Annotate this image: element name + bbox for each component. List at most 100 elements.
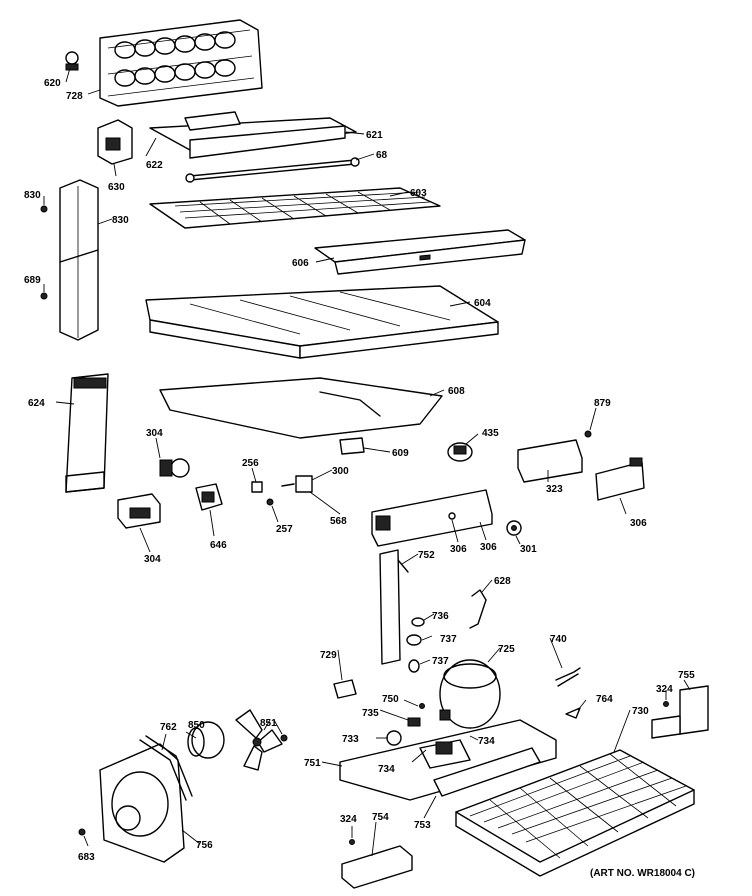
screw-830 — [40, 205, 48, 213]
shelf-bracket — [314, 229, 526, 275]
callout-752: 752 — [418, 550, 435, 561]
callout-740: 740 — [550, 634, 567, 645]
callout-323: 323 — [546, 484, 563, 495]
callout-306-a: 306 — [630, 518, 647, 529]
callout-830-b: 830 — [112, 215, 129, 226]
clip-735 — [407, 717, 421, 727]
callout-756: 756 — [196, 840, 213, 851]
base-pan — [339, 719, 557, 801]
callout-435: 435 — [482, 428, 499, 439]
fan-blade-851 — [235, 709, 283, 771]
callout-608: 608 — [448, 386, 465, 397]
callout-879: 879 — [594, 398, 611, 409]
evaporator-cover — [149, 111, 357, 159]
callout-622: 622 — [146, 160, 163, 171]
control-box-304 — [117, 493, 161, 529]
callout-730: 730 — [632, 706, 649, 717]
tubing-740 — [555, 667, 581, 687]
callout-630-top: 630 — [108, 182, 125, 193]
callout-851: 851 — [260, 718, 277, 729]
callout-737-b: 737 — [432, 656, 449, 667]
fan-bracket-762 — [139, 735, 193, 801]
control-bracket-306 — [371, 489, 493, 547]
fan-motor-304 — [159, 458, 190, 478]
callout-628: 628 — [494, 576, 511, 587]
callout-750: 750 — [382, 694, 399, 705]
bracket-323 — [517, 439, 583, 483]
callout-624: 624 — [28, 398, 45, 409]
callout-301: 301 — [520, 544, 537, 555]
fan-motor-850 — [187, 721, 225, 759]
callout-306-b: 306 — [450, 544, 467, 555]
callout-68: 68 — [376, 150, 388, 161]
callout-850: 850 — [188, 720, 205, 731]
callout-621: 621 — [366, 130, 383, 141]
callout-736: 736 — [432, 611, 449, 622]
defrost-heater — [185, 157, 360, 183]
callout-609: 609 — [392, 448, 409, 459]
bracket-755 — [651, 685, 709, 739]
grommet-737b — [408, 659, 420, 673]
callout-620: 620 — [44, 78, 61, 89]
callout-306-c: 306 — [480, 542, 497, 553]
evaporator-coil — [99, 19, 263, 107]
callout-735: 735 — [362, 708, 379, 719]
screw-750 — [419, 703, 425, 709]
callout-728: 728 — [66, 91, 83, 102]
callout-751: 751 — [304, 758, 321, 769]
callout-304-b: 304 — [144, 554, 161, 565]
clip-764 — [565, 707, 581, 719]
grommet-736 — [411, 617, 425, 627]
callout-725: 725 — [498, 644, 515, 655]
callout-764: 764 — [596, 694, 613, 705]
callout-753: 753 — [414, 820, 431, 831]
relay-729 — [333, 679, 357, 699]
callout-256: 256 — [242, 458, 259, 469]
side-rail — [59, 179, 99, 341]
defrost-thermostat — [97, 119, 133, 165]
wire-shelf — [149, 187, 441, 229]
divider — [159, 377, 443, 439]
drip-tray — [145, 285, 499, 359]
damper-609 — [339, 437, 365, 455]
callout-646: 646 — [210, 540, 227, 551]
bracket-306-right — [595, 457, 645, 501]
screw-851 — [280, 734, 288, 742]
callout-304-a: 304 — [146, 428, 163, 439]
grommet-737 — [406, 634, 422, 646]
callout-300: 300 — [332, 466, 349, 477]
compressor-bracket-752 — [379, 549, 409, 665]
callout-734-a: 734 — [478, 736, 495, 747]
callout-labels: 620 728 630 622 621 68 603 606 830 830 6… — [24, 78, 695, 863]
condenser-coil — [455, 749, 695, 877]
tube-628 — [469, 589, 487, 629]
compressor — [439, 659, 501, 729]
screw-689 — [40, 292, 48, 300]
knob-435 — [447, 442, 473, 462]
callout-734-b: 734 — [378, 764, 395, 775]
screw-683 — [78, 828, 86, 836]
callout-683: 683 — [78, 852, 95, 863]
callout-324-a: 324 — [656, 684, 673, 695]
callout-568: 568 — [330, 516, 347, 527]
callout-729: 729 — [320, 650, 337, 661]
callout-689: 689 — [24, 275, 41, 286]
screw-324b — [349, 839, 355, 845]
screw-879 — [584, 430, 592, 438]
relay-646 — [195, 483, 223, 511]
coil-fitting-620 — [65, 51, 79, 71]
callout-324-b: 324 — [340, 814, 357, 825]
knob-301 — [506, 520, 522, 536]
bracket-754 — [341, 845, 413, 889]
fan-shroud-756 — [99, 743, 185, 863]
callout-830-a: 830 — [24, 190, 41, 201]
callout-257: 257 — [276, 524, 293, 535]
screw-257 — [266, 498, 274, 506]
callout-603: 603 — [410, 188, 427, 199]
switch-300 — [281, 475, 313, 493]
callout-604: 604 — [474, 298, 491, 309]
callout-755: 755 — [678, 670, 695, 681]
callout-737-a: 737 — [440, 634, 457, 645]
condenser-pan-753 — [433, 747, 541, 797]
